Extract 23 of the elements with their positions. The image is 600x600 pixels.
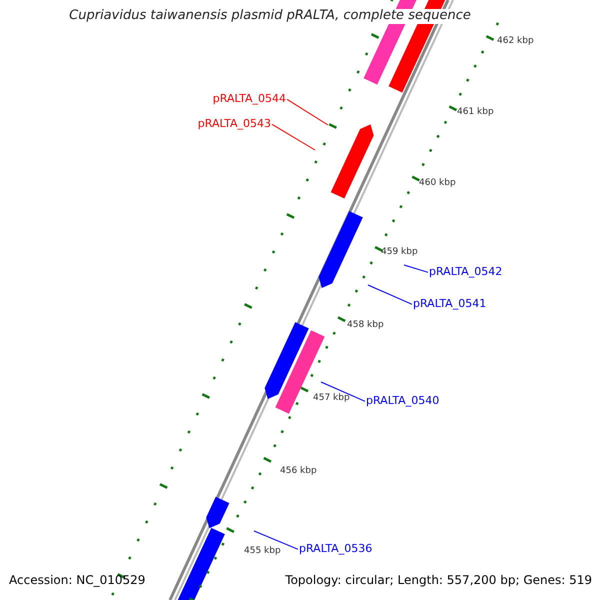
title: Cupriavidus taiwanensis plasmid pRALTA, complete sequence <box>67 9 473 24</box>
scale-label: 461 kbp <box>457 107 494 118</box>
scale-label: 455 kbp <box>244 546 281 556</box>
scale-label: 459 kbp <box>381 247 418 258</box>
leader-line <box>272 124 316 150</box>
leader-line <box>286 98 328 126</box>
summary-text: Topology: circular; Length: 557,200 bp; Genes: 519 <box>285 574 592 588</box>
scale-label: 462 kbp <box>497 36 534 46</box>
scale-label: 460 kbp <box>419 178 456 188</box>
leader-line <box>404 264 428 273</box>
gene-label: pRALTA_0541 <box>413 298 486 311</box>
gene-label: pRALTA_0543 <box>198 118 271 131</box>
gene-label: pRALTA_0542 <box>429 266 502 279</box>
gene-label: pRALTA_0536 <box>299 543 372 556</box>
leader-line <box>368 284 412 305</box>
gene-label: pRALTA_0540 <box>366 395 440 408</box>
leader-line <box>320 382 366 402</box>
gene-label: pRALTA_0544 <box>212 93 286 106</box>
leader-line <box>254 530 298 550</box>
scale-label: 458 kbp <box>347 320 384 330</box>
accession-text: Accession: NC_010529 <box>9 574 146 588</box>
scale-label: 457 kbp <box>313 393 350 404</box>
scale-label: 456 kbp <box>280 466 317 476</box>
